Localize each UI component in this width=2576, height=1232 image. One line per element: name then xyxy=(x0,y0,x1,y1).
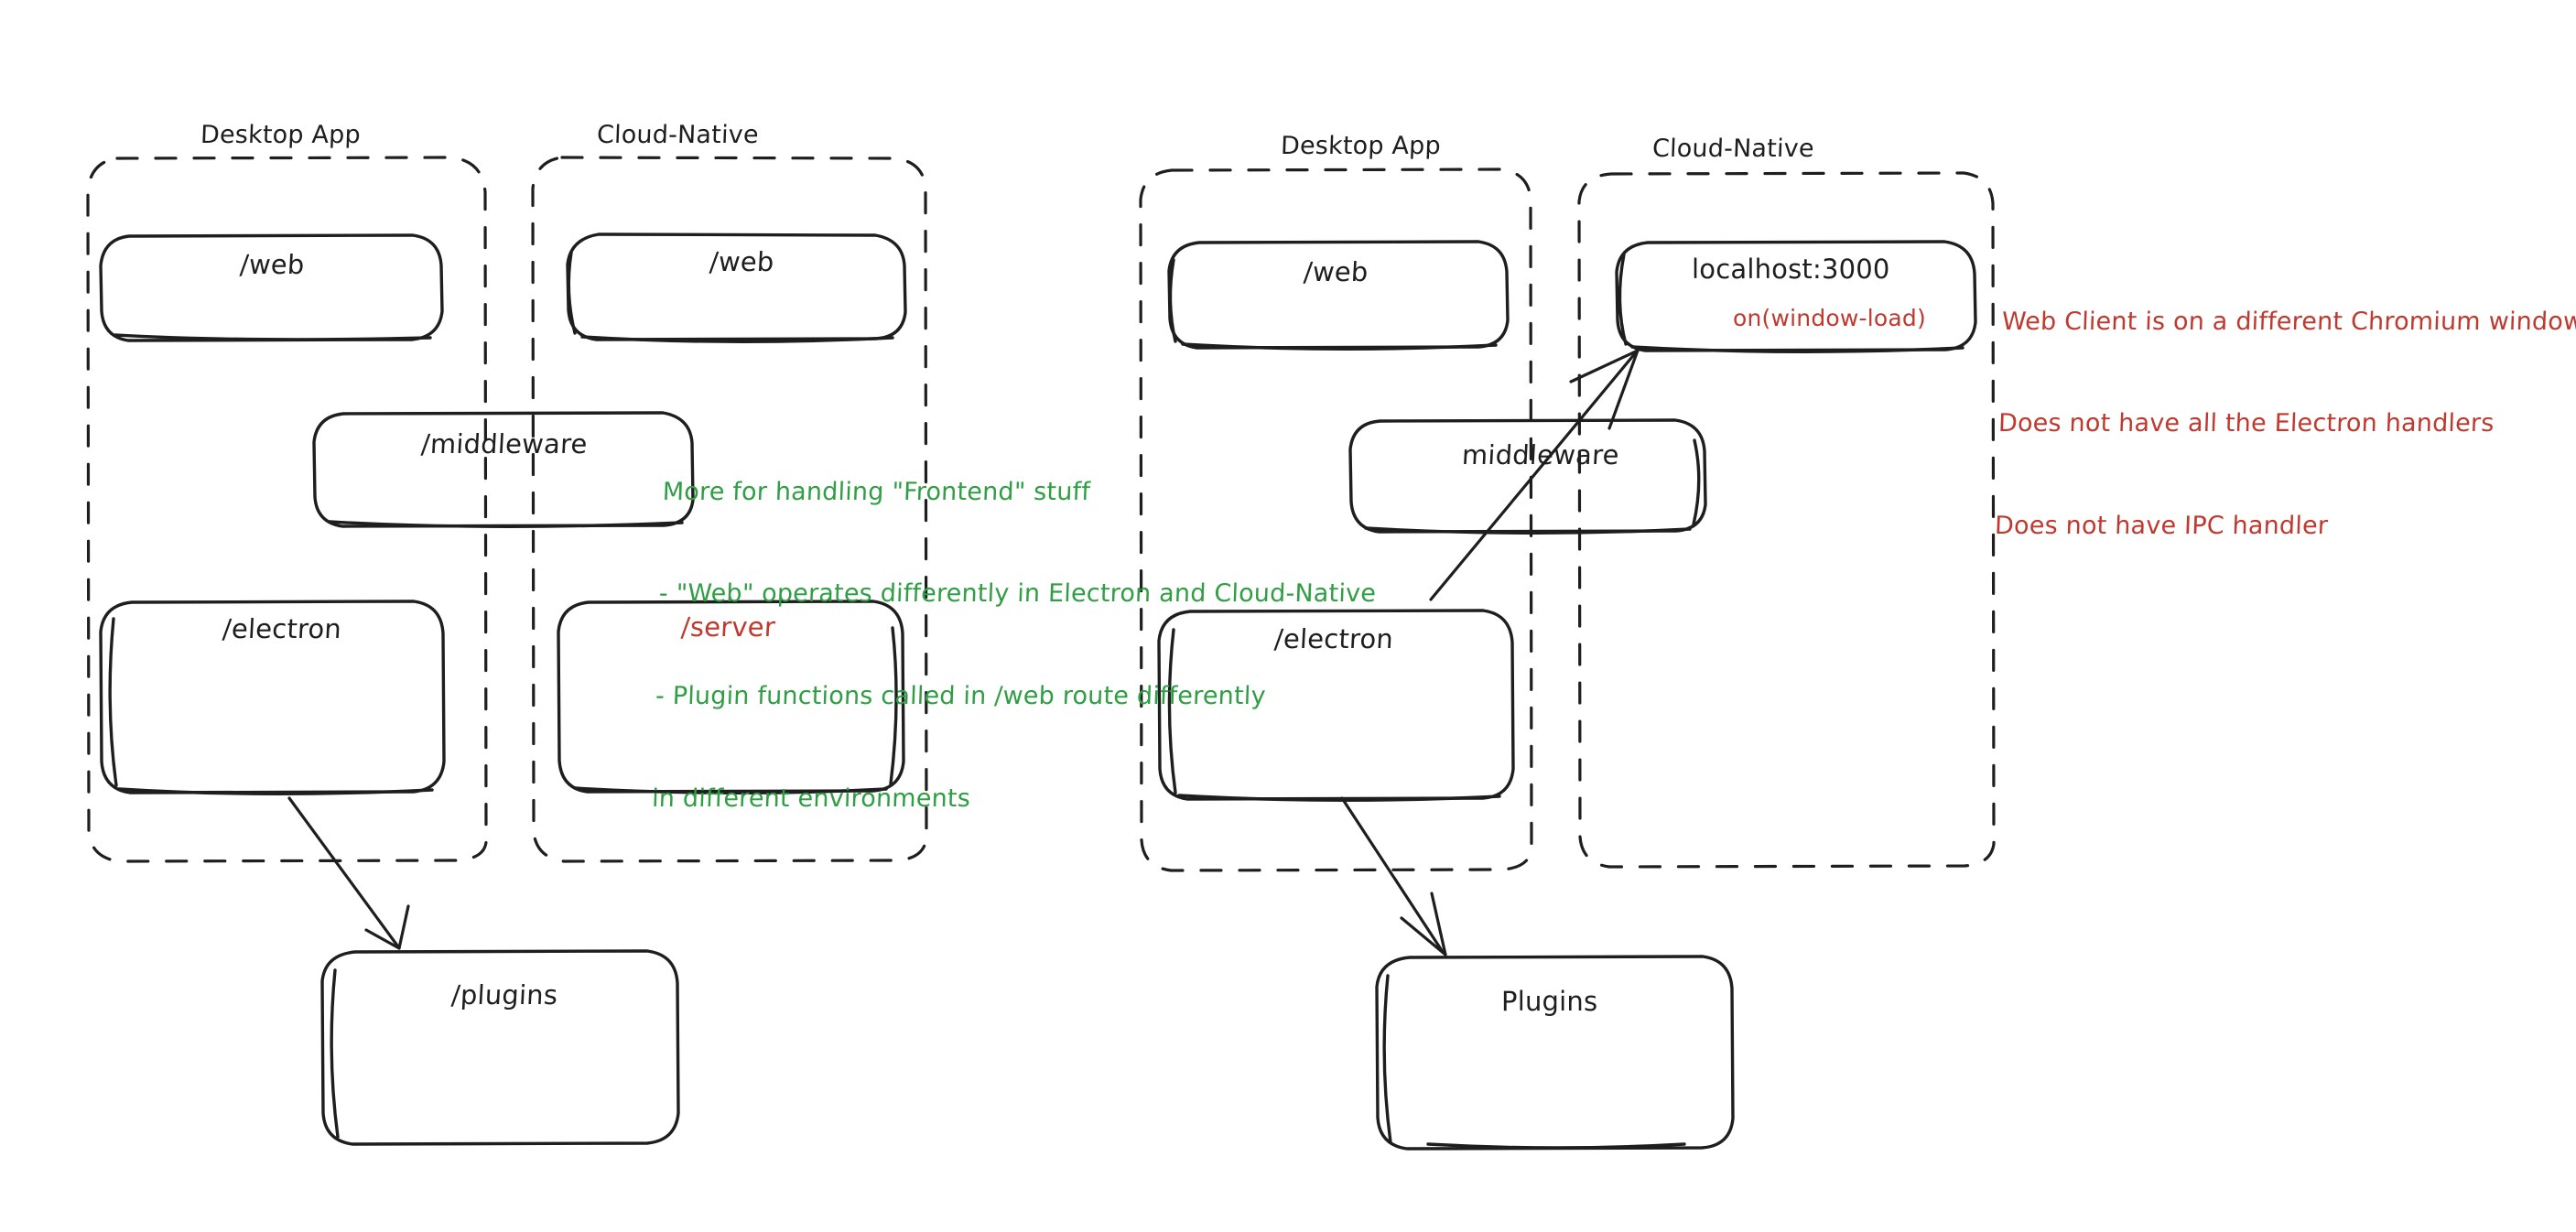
left-note-line-4: in different environments xyxy=(651,784,971,813)
right-note-line-2: Does not have all the Electron handlers xyxy=(1997,409,2495,438)
left-note-line-2: - "Web" operates differently in Electron… xyxy=(658,579,1377,609)
left-node-label-plugins: /plugins xyxy=(450,979,559,1010)
right-group-title-desktop-app: Desktop App xyxy=(1280,132,1442,160)
left-note-line-3: - Plugin functions called in /web route … xyxy=(655,682,1267,710)
left-note-frontend: More for handling "Frontend" stuff - "We… xyxy=(649,406,1382,884)
right-node-label-middleware: middleware xyxy=(1461,439,1620,470)
left-edge-electron-to-plugins xyxy=(287,796,410,950)
right-node-label-localhost-sub: on(window-load) xyxy=(1733,305,1926,331)
right-note-line-1: Web Client is on a different Chromium wi… xyxy=(2001,307,2576,336)
left-note-line-1: More for handling "Frontend" stuff xyxy=(662,477,1091,506)
left-node-label-web-desktop: /web xyxy=(239,249,306,280)
right-node-label-plugins: Plugins xyxy=(1501,986,1598,1017)
left-node-label-middleware: /middleware xyxy=(420,428,589,459)
right-edge-electron-to-localhost xyxy=(1429,349,1640,601)
left-group-title-cloud-native: Cloud-Native xyxy=(596,121,760,149)
left-node-label-electron: /electron xyxy=(222,613,342,644)
right-note-line-3: Does not have IPC handler xyxy=(1994,512,2329,540)
right-group-title-cloud-native: Cloud-Native xyxy=(1651,135,1815,163)
right-note-web-client: Web Client is on a different Chromium wi… xyxy=(1992,236,2576,611)
right-node-label-electron: /electron xyxy=(1273,623,1394,654)
right-node-label-web-desktop: /web xyxy=(1303,256,1369,287)
left-group-title-desktop-app: Desktop App xyxy=(200,121,362,149)
right-node-label-localhost: localhost:3000 xyxy=(1692,254,1890,285)
left-node-label-web-cloud: /web xyxy=(709,246,775,277)
